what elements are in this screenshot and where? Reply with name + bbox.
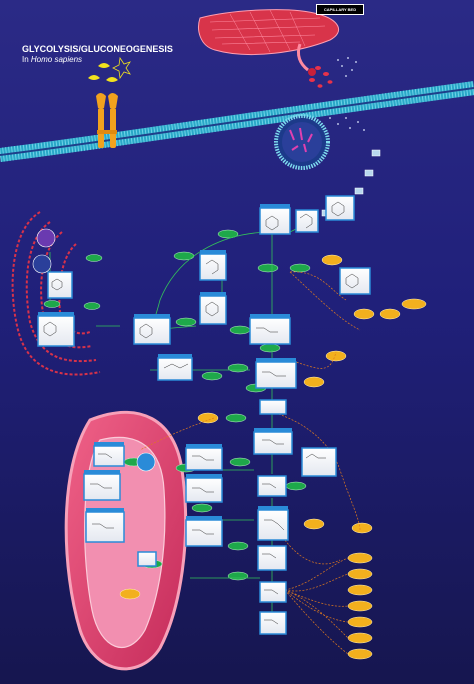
page-subtitle: In Homo sapiens	[22, 55, 82, 64]
subtitle-prefix: In	[22, 55, 29, 64]
molecule-structures	[43, 201, 359, 625]
molecule-cards	[37, 195, 371, 635]
mitochondrion-icon	[64, 410, 188, 671]
enzyme-nodes	[43, 229, 311, 581]
er-enzyme-node	[36, 228, 56, 248]
red-blood-cell-icon	[309, 66, 333, 88]
endosome-vesicle-icon	[274, 114, 330, 170]
plasma-membrane	[0, 81, 474, 162]
alt-pathway-arrows	[139, 271, 361, 655]
capillary-vessel-icon	[198, 9, 340, 76]
subtitle-species: Homo sapiens	[30, 55, 83, 64]
metabolite-nodes	[119, 254, 427, 660]
mito-transporter-node	[136, 452, 156, 472]
er-lumen-node	[32, 254, 52, 274]
card-headers	[38, 204, 296, 520]
glucose-dots	[329, 57, 365, 131]
capillary-label: CAPILLARY BED	[316, 4, 364, 15]
hormone-molecule-icons	[88, 56, 131, 82]
page-title: GLYCOLYSIS/GLUCONEOGENESIS	[22, 44, 173, 54]
glucose-transporter-icon	[96, 93, 118, 148]
